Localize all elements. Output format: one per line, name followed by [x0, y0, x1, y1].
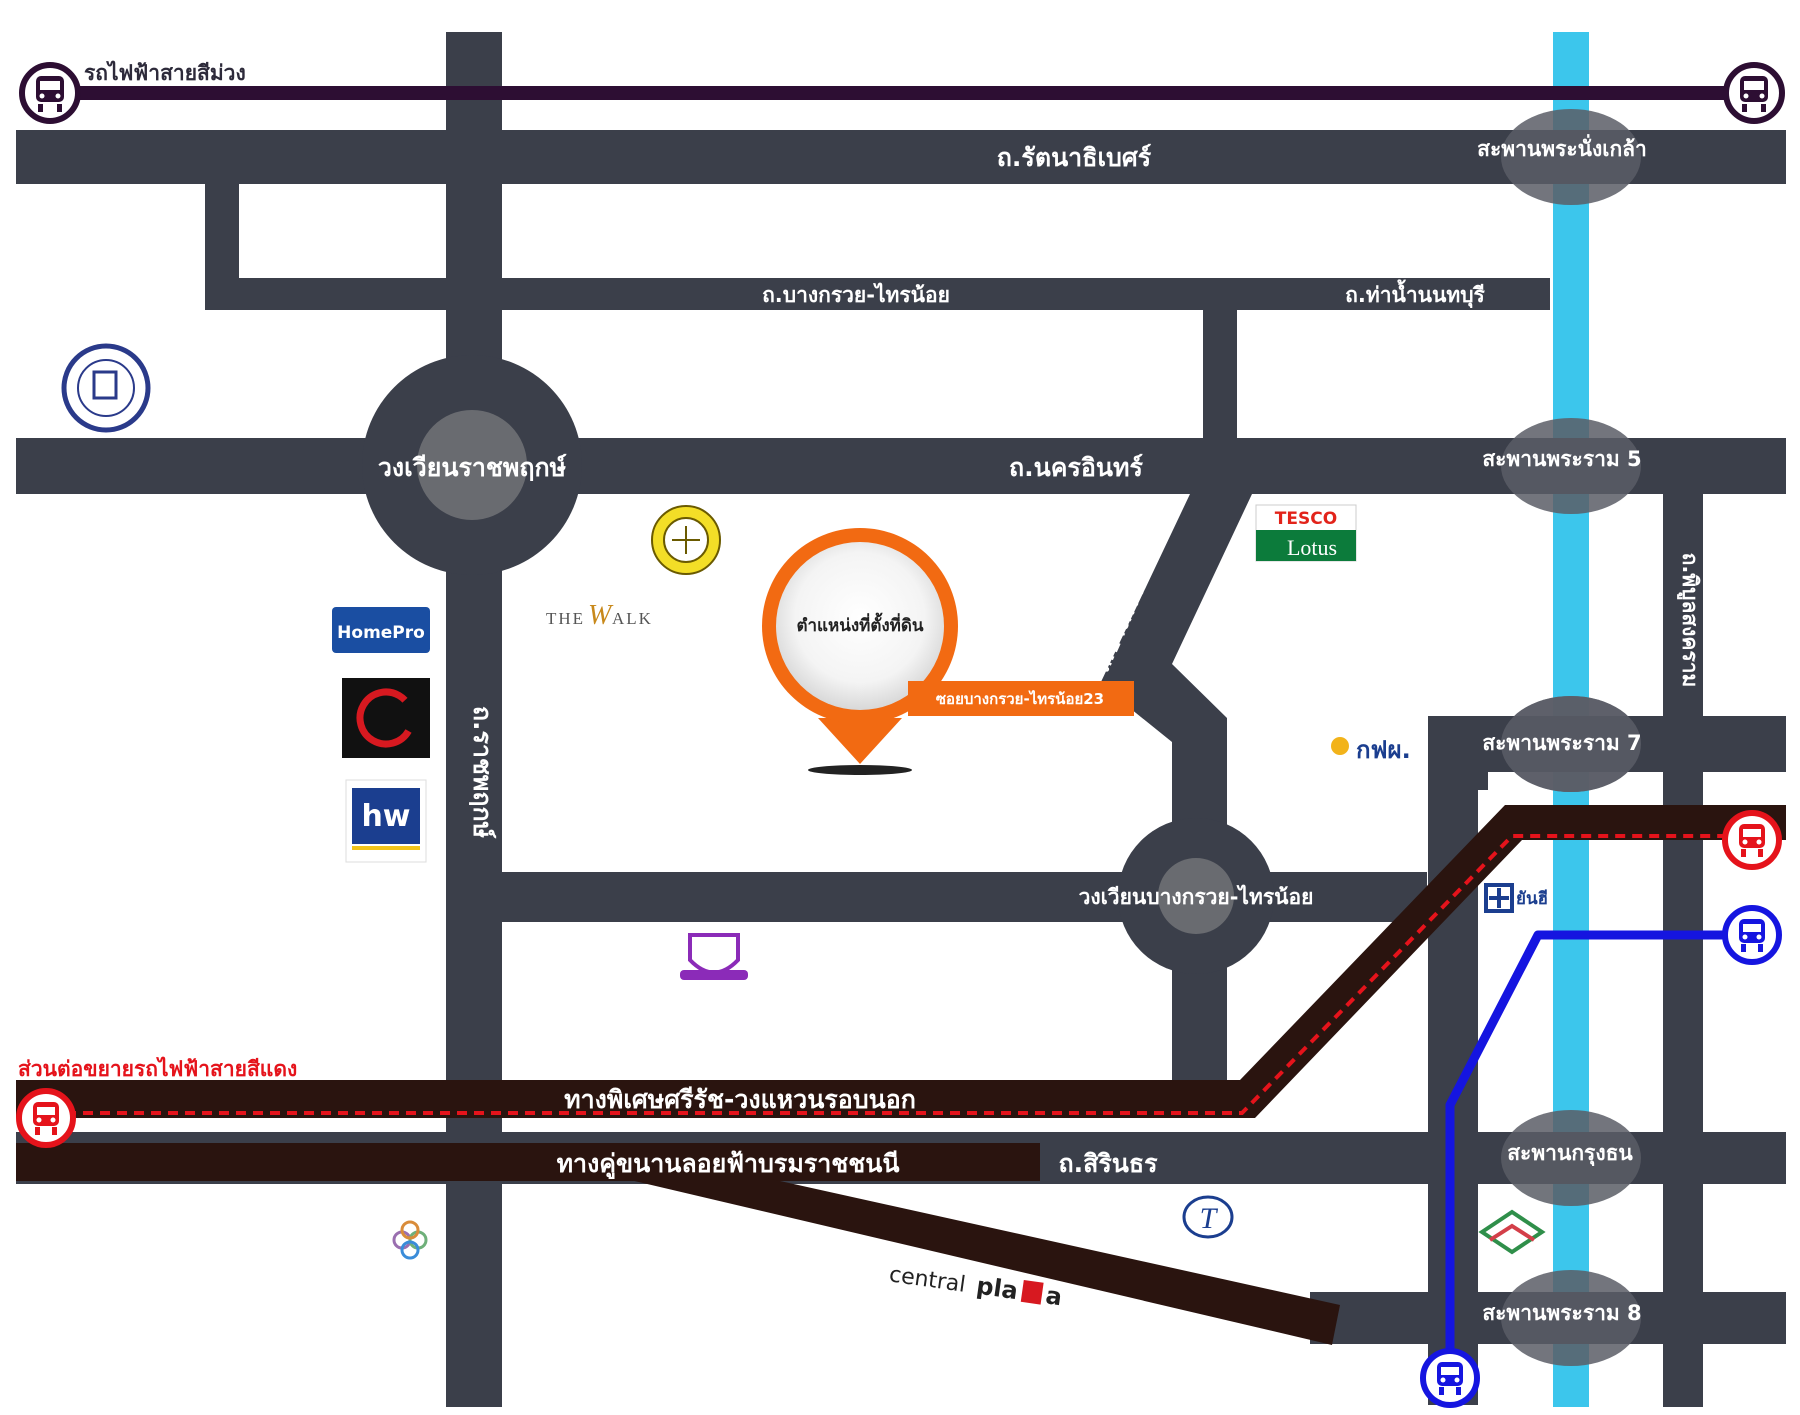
lotus-text: Lotus [1287, 535, 1337, 560]
t-letter: T [1200, 1202, 1219, 1235]
bridge-lens-rama7-top [1501, 696, 1641, 792]
bridge-lens-rama5 [1501, 418, 1641, 514]
red-line-extension-label: ส่วนต่อขยายรถไฟฟ้าสายสีแดง [18, 1056, 297, 1081]
school-seal-logo [651, 505, 721, 575]
bangkruai-sainoi-top-label: ถ.บางกรวย-ไทรน้อย [762, 282, 950, 307]
bridge-lens-phra-nang-klao [1501, 109, 1641, 205]
train-icon [16, 1088, 76, 1148]
egat-logo: กฟผ. [1331, 736, 1411, 764]
tesco-text: TESCO [1275, 509, 1337, 529]
kindergarten-seal-logo [61, 343, 151, 433]
expressway-parallel-elevated [16, 1143, 1040, 1181]
train-icon [1420, 1348, 1480, 1408]
central-logo [342, 678, 430, 758]
expressway-si-rat-outer-ring [16, 805, 1786, 1118]
yanhee-hospital-logo: ยันฮี [1484, 883, 1548, 913]
homepro-text: HomePro [337, 623, 425, 643]
train-icon [1722, 905, 1782, 965]
homepro-logo: HomePro [332, 607, 430, 653]
bangkruai-sainoi-circle-label: วงเวียนบางกรวย-ไทรน้อย [1079, 884, 1314, 909]
ratchaphruek-road-label: ถ.ราชพฤกษ์ [468, 706, 497, 839]
central-plaza-text-b: pla [975, 1272, 1020, 1306]
ratchaphruek-circle-label: วงเวียนราชพฤกษ์ [378, 453, 567, 482]
phibunsongkhram-label: ถ.พิบูลสงคราม [1676, 553, 1702, 688]
soi-strip [908, 681, 1134, 716]
road-nakhon-in [16, 438, 1786, 494]
krung-thon-bridge-label: สะพานกรุงธน [1507, 1141, 1633, 1167]
bridge-lens-rama8 [1501, 1270, 1641, 1366]
soi-label: ซอยบางกรวย-ไทรน้อย23 [936, 689, 1104, 708]
ratchaphruek-circle-center [417, 410, 527, 520]
purple-line-label: รถไฟฟ้าสายสีม่วง [84, 60, 246, 85]
nakhon-in-label: ถ.นครอินทร์ [1009, 453, 1143, 482]
train-icon [19, 62, 81, 124]
bangkruai-sainoi-circle-center [1158, 858, 1234, 934]
central-plaza-text-c: a [1044, 1281, 1064, 1311]
the-walk-logo: THE W ALK [546, 600, 653, 631]
pin-label: ตำแหน่งที่ตั้งที่ดิน [796, 612, 923, 636]
road-rattanathibet [16, 130, 1786, 184]
red-line-extension [66, 834, 1740, 1115]
road-connector-nakhon-in [1203, 310, 1237, 442]
expressway-outer-label: ทางพิเศษศรีรัช-วงแหวนรอบนอก [564, 1085, 916, 1114]
rama8-bridge-label: สะพานพระราม 8 [1482, 1301, 1641, 1325]
hw-text: hw [361, 799, 410, 834]
expressway-central-spur [630, 1150, 1340, 1345]
egat-text: กฟผ. [1356, 736, 1411, 764]
central-plaza-text-a: central [888, 1262, 968, 1297]
parallel-elevated-label: ทางคู่ขนานลอยฟ้าบรมราชชนนี [557, 1149, 900, 1180]
phra-nang-klao-bridge-label: สะพานพระนั่งเกล้า [1477, 133, 1647, 161]
road-bangkruai-sainoi-top [205, 278, 1550, 310]
blue-line [1445, 930, 1752, 1375]
sirindhorn-label: ถ.สิรินธร [1058, 1149, 1158, 1178]
train-icon [1722, 810, 1782, 870]
the-walk-text-c: ALK [612, 609, 653, 628]
purple-line [50, 86, 1754, 100]
yanhee-text: ยันฮี [1516, 888, 1548, 909]
rattanathibet-label: ถ.รัตนาธิเบศร์ [997, 143, 1152, 172]
tesco-lotus-logo: TESCO Lotus [1255, 504, 1357, 562]
expressway-network [16, 805, 1786, 1345]
rama7-bridge-label: สะพานพระราม 7 [1482, 731, 1641, 755]
rama5-bridge-label: สะพานพระราม 5 [1482, 447, 1641, 471]
railway-logo [1478, 1209, 1546, 1255]
homeworks-logo: hw [345, 779, 427, 863]
t-logo: T [1182, 1195, 1234, 1239]
the-circle-logo [392, 1220, 428, 1260]
tha-nam-nonthaburi-label: ถ.ท่าน้ำนนทบุรี [1345, 279, 1485, 309]
train-icon [1723, 62, 1785, 124]
the-walk-text-a: THE [546, 609, 585, 628]
school-crest-logo [680, 933, 748, 980]
central-plaza-logo: central pla a [888, 1262, 1064, 1311]
road-bangkruai-sainoi-diagonal [1100, 494, 1252, 880]
bridge-lens-krung-thon [1501, 1110, 1641, 1206]
location-pin-icon[interactable] [762, 528, 958, 775]
road-network [16, 32, 1786, 1407]
the-walk-text-b: W [588, 600, 614, 631]
road-phibunsongkhram [1663, 494, 1703, 1407]
